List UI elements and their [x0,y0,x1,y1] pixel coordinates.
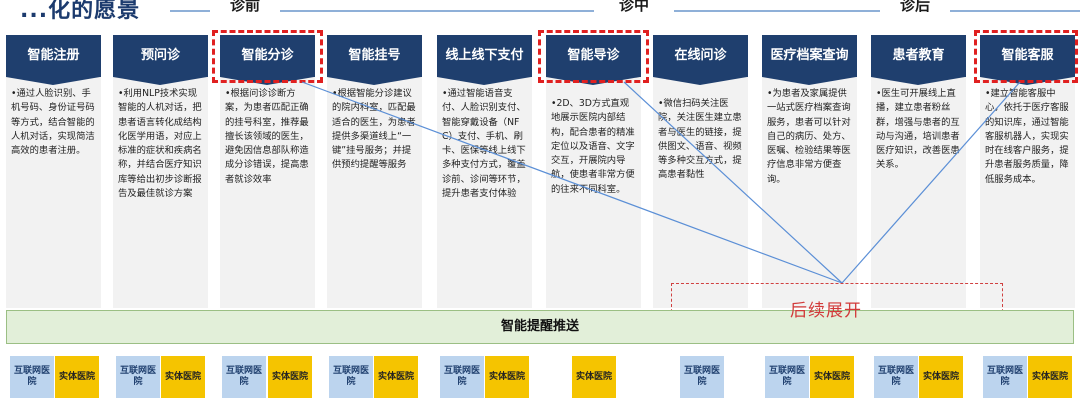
badge-physical-hospital: 实体医院 [374,356,418,398]
badge-physical-hospital: 实体医院 [810,356,854,398]
desc-pre-consultation: •利用NLP技术实现智能的人机对话，把患者语言转化成结构化医学用语，对应上标准的… [118,88,202,200]
badge-internet-hospital: 互联网医院 [680,356,724,398]
desc-smart-guidance: •2D、3D方式直观地展示医院内部结构，配合患者的精准定位以及语音、文字交互，开… [551,98,635,195]
header-patient-education[interactable]: 患者教育 [871,35,966,77]
header-online-consultation[interactable]: 在线问诊 [653,35,748,77]
badge-physical-hospital: 实体医院 [268,356,312,398]
header-arrow [871,77,965,85]
later-label: 后续展开 [790,301,862,321]
desc-smart-registration: •通过人脸识别、手机号码、身份证号码等方式，结合智能的人机对话，实现简洁高效的患… [11,88,95,157]
header-smart-customer-service[interactable]: 智能客服 [980,35,1075,77]
header-arrow [762,77,856,85]
column-patient-education: 患者教育 •医生可开展线上直播，建立患者粉丝群，增强与患者的互动与沟通，培训患者… [871,35,966,308]
badge-physical-hospital: 实体医院 [55,356,99,398]
desc-smart-triage: •根据问诊诊断方案，为患者匹配正确的挂号科室，推荐最擅长该领域的医生，避免因信息… [225,88,309,185]
desc-smart-registration-booking: •根据智能分诊建议的院内科室，匹配最适合的医生，为患者提供多渠道线上“一键”挂号… [332,88,416,171]
badge-internet-hospital: 互联网医院 [765,356,809,398]
badge-physical-hospital: 实体医院 [161,356,205,398]
header-smart-registration-booking[interactable]: 智能挂号 [327,35,422,77]
desc-medical-records-query: •为患者及家属提供一站式医疗档案查询服务，患者可以针对自己的病历、处方、医嘱、检… [767,88,851,185]
badge-physical-hospital: 实体医院 [1028,356,1072,398]
column-online-consultation: 在线问诊 •微信扫码关注医院，关注医生建立患者与医生的链接，提供图文、语音、视频… [653,35,748,308]
badge-internet-hospital: 互联网医院 [440,356,484,398]
column-smart-registration-booking: 智能挂号 •根据智能分诊建议的院内科室，匹配最适合的医生，为患者提供多渠道线上“… [327,35,422,308]
header-arrow [6,77,100,85]
header-arrow [327,77,421,85]
desc-patient-education: •医生可开展线上直播，建立患者粉丝群，增强与患者的互动与沟通，培训患者医疗知识，… [876,88,960,171]
smart-reminder-bar: 智能提醒推送 [6,310,1074,344]
header-smart-triage[interactable]: 智能分诊 [220,35,315,77]
phase-pre-label: 诊前 [210,0,280,19]
column-pre-consultation: 预问诊 •利用NLP技术实现智能的人机对话，把患者语言转化成结构化医学用语，对应… [113,35,208,308]
header-smart-registration[interactable]: 智能注册 [6,35,101,77]
badge-internet-hospital: 互联网医院 [983,356,1027,398]
desc-smart-customer-service: •建立智能客服中心，依托于医疗客服的知识库，通过智能客服机器人，实现实时在线客户… [985,88,1069,185]
badge-physical-hospital: 实体医院 [919,356,963,398]
badge-internet-hospital: 互联网医院 [10,356,54,398]
desc-online-offline-payment: •通过智能语音支付、人脸识别支付、智能穿戴设备（NFC）支付、手机、刷卡、医保等… [442,88,526,200]
header-medical-records-query[interactable]: 医疗档案查询 [762,35,857,77]
highlight-smart-triage [212,30,323,83]
header-smart-guidance[interactable]: 智能导诊 [546,35,641,77]
badge-internet-hospital: 互联网医院 [329,356,373,398]
badge-physical-hospital: 实体医院 [485,356,529,398]
phase-post-label: 诊后 [880,0,950,19]
badge-internet-hospital: 互联网医院 [874,356,918,398]
badge-physical-hospital: 实体医院 [572,356,616,398]
page-title: ...化的愿景 [20,0,141,23]
badge-internet-hospital: 互联网医院 [222,356,266,398]
header-arrow [437,77,531,85]
phase-during-label: 诊中 [594,0,674,19]
header-arrow [113,77,207,85]
header-pre-consultation[interactable]: 预问诊 [113,35,208,77]
highlight-smart-customer-service [974,30,1078,83]
column-smart-registration: 智能注册 •通过人脸识别、手机号码、身份证号码等方式，结合智能的人机对话，实现简… [6,35,101,308]
header-online-offline-payment[interactable]: 线上线下支付 [437,35,532,77]
column-medical-records-query: 医疗档案查询 •为患者及家属提供一站式医疗档案查询服务，患者可以针对自己的病历、… [762,35,857,308]
header-arrow [653,77,747,85]
highlight-smart-guidance [538,30,649,83]
badge-internet-hospital: 互联网医院 [116,356,160,398]
desc-online-consultation: •微信扫码关注医院，关注医生建立患者与医生的链接，提供图文、语音、视频等多种交互… [658,98,742,181]
column-online-offline-payment: 线上线下支付 •通过智能语音支付、人脸识别支付、智能穿戴设备（NFC）支付、手机… [437,35,532,308]
